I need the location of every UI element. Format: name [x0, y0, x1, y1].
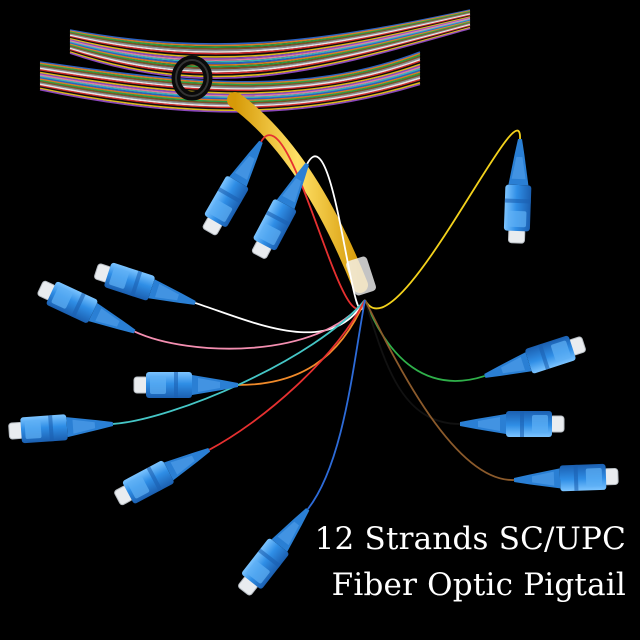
fiber-strand	[364, 299, 461, 425]
fiber-strand	[364, 129, 521, 310]
fiber-bundle	[39, 9, 471, 296]
fiber-strand	[194, 299, 366, 334]
fiber-strand	[112, 299, 366, 425]
coiled-fiber	[39, 15, 471, 93]
sc-connector	[459, 410, 565, 438]
sc-connector	[513, 462, 619, 494]
coiled-fiber	[39, 10, 471, 84]
sc-connector	[91, 257, 200, 316]
sc-connector	[133, 371, 239, 399]
fiber-strand	[364, 299, 486, 382]
sc-connector	[232, 500, 319, 600]
fiber-strand	[260, 134, 366, 310]
sc-connector	[110, 437, 216, 511]
fiber-strand	[364, 299, 515, 481]
cable-tie-highlight	[175, 59, 209, 97]
coiled-fiber	[39, 14, 471, 92]
fiber-strand	[134, 299, 366, 350]
coiled-fiber	[39, 11, 471, 87]
caption-line-1: 12 Strands SC/UPC	[314, 521, 626, 557]
sc-connector	[197, 134, 273, 239]
fiber-strand	[237, 299, 366, 386]
sc-connector	[7, 410, 115, 445]
caption-line-2: Fiber Optic Pigtail	[331, 567, 626, 603]
fiber-strands	[112, 129, 521, 510]
sc-connector	[480, 330, 589, 389]
coiled-fiber	[39, 10, 471, 86]
coiled-fiber	[39, 13, 471, 90]
coiled-fiber	[39, 12, 471, 89]
yellow-jacket	[227, 92, 368, 293]
coiled-fiber	[39, 9, 471, 83]
fiber-strand	[306, 299, 366, 510]
sc-connector	[502, 138, 534, 244]
jacket-sleeve	[346, 256, 376, 296]
fiber-strand	[208, 299, 366, 451]
